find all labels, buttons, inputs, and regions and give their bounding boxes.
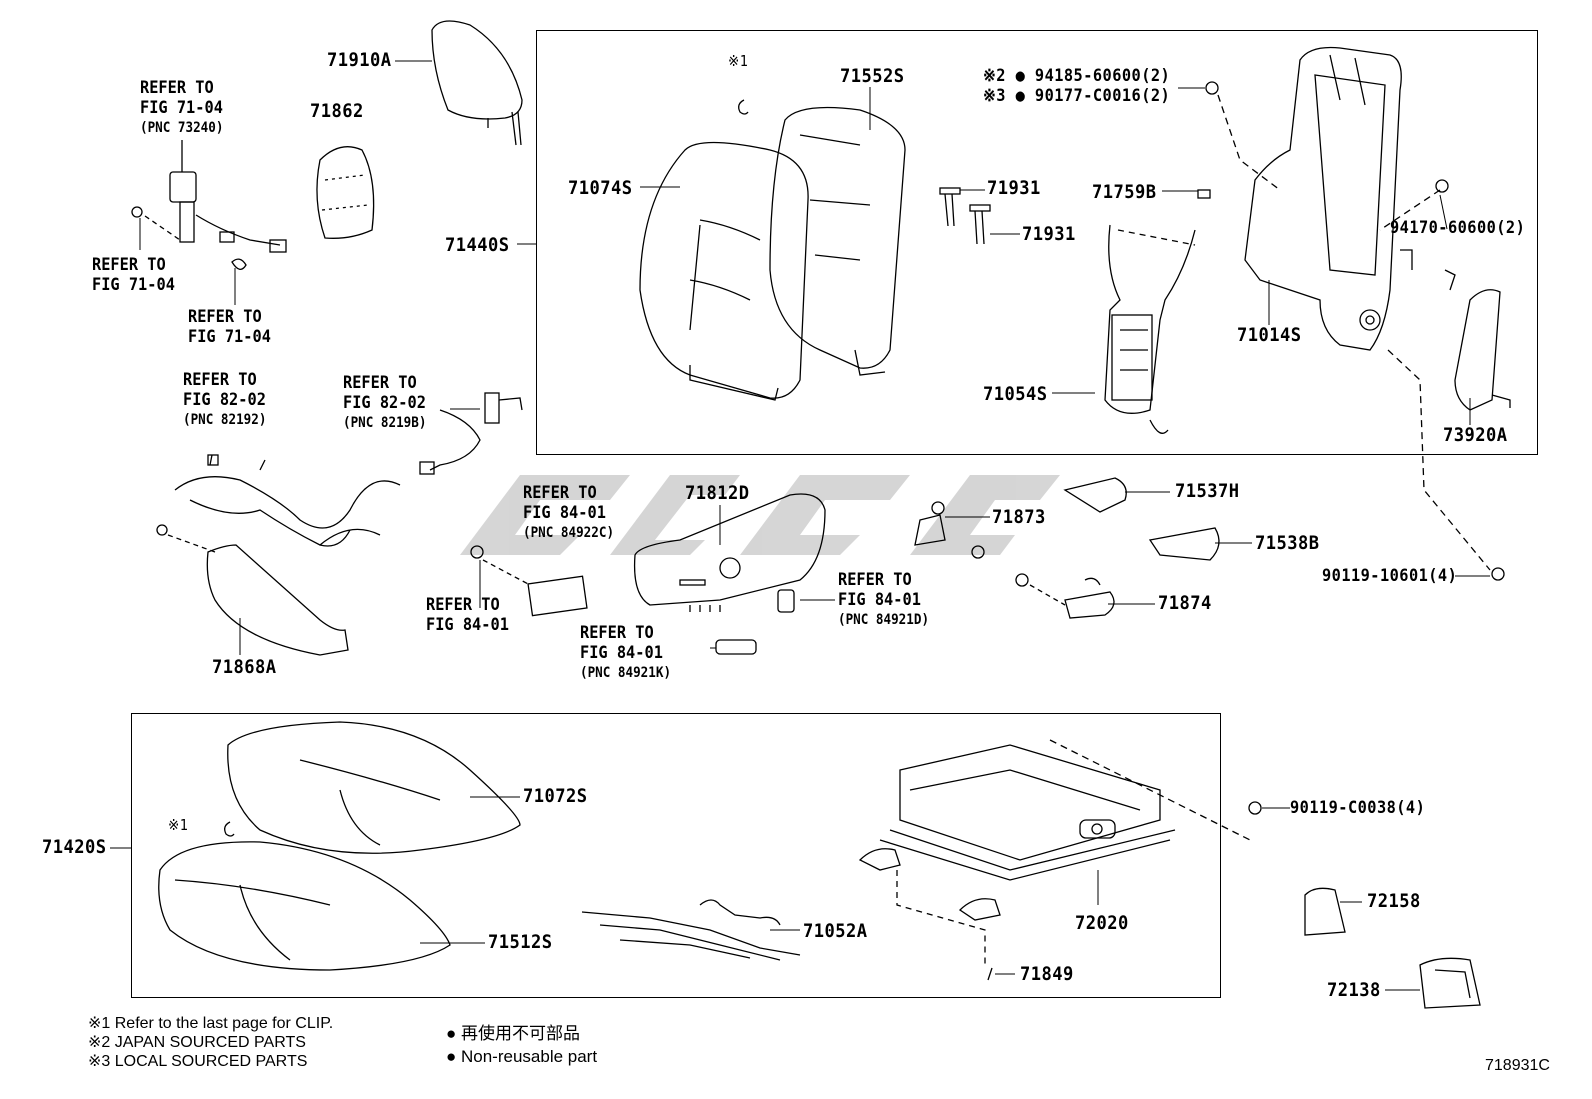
part-label: 71812D: [685, 482, 750, 504]
part-label: 94170-60600(2): [1390, 218, 1526, 238]
reference-line: REFER TO: [183, 370, 257, 390]
seatback-assembly-frame: [536, 30, 1538, 455]
part-label: ※1: [168, 816, 189, 834]
wire-harness-drawing: [174, 392, 523, 547]
leader-lines: [110, 60, 1490, 991]
reference-line: FIG 71-04: [140, 98, 223, 118]
part-label: 71759B: [1092, 181, 1157, 203]
part-label: 72020: [1075, 912, 1129, 934]
part-label: 90119-C0038(4): [1290, 798, 1426, 818]
part-label: 71538B: [1255, 532, 1320, 554]
legend-non-reusable: ● 再使用不可部品 ● Non-reusable part: [446, 1022, 597, 1068]
footnote-local-sourced: ※3 LOCAL SOURCED PARTS: [88, 1053, 308, 1070]
part-label: 71512S: [488, 931, 553, 953]
part-label: 72138: [1327, 979, 1381, 1001]
part-label: 71862: [310, 100, 364, 122]
part-label: 71054S: [983, 383, 1048, 405]
reference-label: REFER TO FIG 71-04: [92, 255, 175, 295]
part-label: 71074S: [568, 177, 633, 199]
headrest-drawing: [431, 20, 523, 146]
seatbelt-buckle-drawing: [131, 140, 287, 270]
part-label: 71052A: [803, 920, 868, 942]
reference-label: REFER TO FIG 71-04 (PNC 73240): [140, 78, 223, 138]
reference-line: FIG 82-02: [343, 393, 426, 413]
reference-pnc: (PNC 73240): [140, 120, 224, 136]
cushion-pad-drawing: [158, 841, 451, 971]
part-label: 71552S: [840, 65, 905, 87]
reference-line: REFER TO: [838, 570, 912, 590]
seatback-frame-drawing: [1205, 46, 1456, 351]
part-label: 73920A: [1443, 424, 1508, 446]
part-label: 71072S: [523, 785, 588, 807]
brackets-drawing: [914, 477, 1220, 619]
reference-pnc: (PNC 84921K): [580, 665, 672, 681]
footnotes: ※1 Refer to the last page for CLIP. ※2 J…: [88, 1014, 333, 1071]
legend-japanese: ● 再使用不可部品: [446, 1024, 580, 1043]
part-label: 71873: [992, 506, 1046, 528]
part-label: 71874: [1158, 592, 1212, 614]
part-label: 71440S: [445, 234, 510, 256]
cushion-cover-drawing: [227, 721, 521, 854]
part-label: 71910A: [327, 49, 392, 71]
reference-line: FIG 84-01: [838, 590, 921, 610]
reference-label: REFER TO FIG 84-01 (PNC 84921K): [580, 623, 671, 683]
covers-drawing: [1304, 887, 1481, 1009]
head-support-drawing: [939, 187, 991, 245]
part-label: 71868A: [212, 656, 277, 678]
part-label: 71537H: [1175, 480, 1240, 502]
reference-line: FIG 84-01: [580, 643, 663, 663]
footnote-clip: ※1 Refer to the last page for CLIP.: [88, 1015, 334, 1032]
reference-label: REFER TO FIG 82-02 (PNC 8219B): [343, 373, 426, 433]
cushion-spring-drawing: [581, 899, 801, 961]
footnote-japan-sourced: ※2 JAPAN SOURCED PARTS: [88, 1034, 306, 1051]
reference-label: REFER TO FIG 71-04: [188, 307, 271, 347]
side-cover-drawing: [156, 524, 349, 656]
part-label: 71931: [987, 177, 1041, 199]
part-label: 72158: [1367, 890, 1421, 912]
figure-id: 718931C: [1485, 1057, 1550, 1074]
part-label: 71931: [1022, 223, 1076, 245]
reference-line: FIG 84-01: [426, 615, 509, 635]
part-label: 71014S: [1237, 324, 1302, 346]
reference-line: FIG 84-01: [523, 503, 606, 523]
side-airbag-drawing: [1387, 289, 1511, 581]
part-label: 71849: [1020, 963, 1074, 985]
reference-line: REFER TO: [580, 623, 654, 643]
lumbar-support-drawing: [1104, 189, 1211, 434]
reference-line: REFER TO: [92, 255, 166, 275]
side-shield-drawing: [633, 493, 826, 612]
headrest-pad-drawing: [316, 146, 375, 239]
reference-pnc: (PNC 84921D): [838, 612, 930, 628]
reference-line: REFER TO: [140, 78, 214, 98]
watermark-logo: [460, 475, 1060, 555]
part-label: ※3 ● 90177-C0016(2): [983, 86, 1171, 106]
reference-label: REFER TO FIG 84-01 (PNC 84921D): [838, 570, 929, 630]
clip-icon: [738, 99, 749, 115]
seat-switch-drawing: [470, 545, 795, 655]
seat-cushion-assembly-frame: [131, 713, 1221, 998]
reference-label: REFER TO FIG 84-01: [426, 595, 509, 635]
seat-track-drawing: [858, 739, 1262, 981]
reference-line: REFER TO: [188, 307, 262, 327]
reference-line: REFER TO: [426, 595, 500, 615]
seatback-pad-drawing: [769, 106, 906, 376]
seatback-cover-drawing: [639, 141, 809, 401]
part-label: ※2 ● 94185-60600(2): [983, 66, 1171, 86]
reference-line: REFER TO: [343, 373, 417, 393]
reference-label: REFER TO FIG 82-02 (PNC 82192): [183, 370, 266, 430]
reference-line: FIG 71-04: [188, 327, 271, 347]
reference-pnc: (PNC 84922C): [523, 525, 615, 541]
reference-pnc: (PNC 82192): [183, 412, 267, 428]
legend-english: ● Non-reusable part: [446, 1047, 598, 1066]
reference-pnc: (PNC 8219B): [343, 415, 427, 431]
part-label: 90119-10601(4): [1322, 566, 1458, 586]
part-label: ※1: [728, 52, 749, 70]
reference-line: FIG 82-02: [183, 390, 266, 410]
reference-label: REFER TO FIG 84-01 (PNC 84922C): [523, 483, 614, 543]
clip-icon: [224, 821, 235, 837]
reference-line: FIG 71-04: [92, 275, 175, 295]
part-label: 71420S: [42, 836, 107, 858]
reference-line: REFER TO: [523, 483, 597, 503]
